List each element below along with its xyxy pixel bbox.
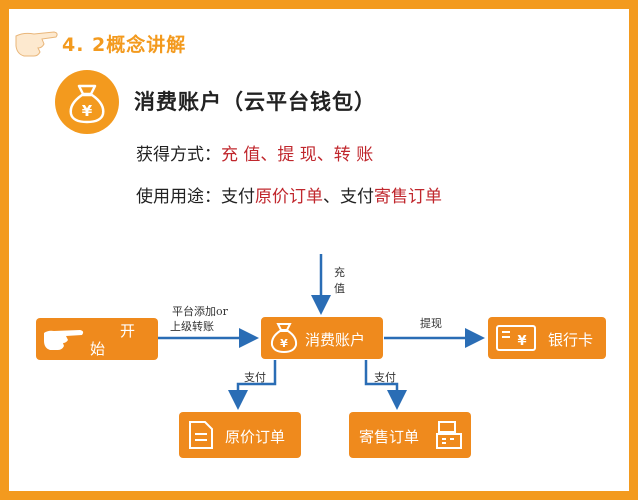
pointing-hand-icon [44, 330, 84, 350]
consign-order-node: 寄售订单 [349, 412, 471, 458]
bank-card-node: ¥ 银行卡 [488, 317, 606, 359]
acquire-value: 充 值、提 现、转 账 [221, 145, 374, 165]
arrow-pay-left [228, 360, 277, 410]
svg-text:¥: ¥ [82, 102, 93, 120]
account-heading: 消费账户（云平台钱包） [134, 90, 376, 114]
usage-label: 使用用途：支付 [136, 187, 255, 207]
money-bag-icon: ¥ [69, 84, 105, 124]
document-icon [189, 421, 213, 449]
arrow-pay-right [364, 360, 407, 410]
edge-label-platform-b: 上级转账 [170, 320, 214, 333]
money-bag-icon: ¥ [270, 323, 298, 354]
acquire-methods: 获得方式：充 值、提 现、转 账 [136, 140, 373, 165]
money-bag-badge: ¥ [55, 70, 119, 134]
account-node: ¥ 消费账户 [261, 317, 383, 359]
start-label-a: 开 [120, 322, 136, 340]
cash-register-icon [436, 421, 462, 449]
section-title: 4. 2概念讲解 [62, 34, 187, 56]
svg-text:¥: ¥ [280, 337, 288, 350]
original-order-label: 原价订单 [225, 428, 286, 446]
usage-item-original: 原价订单 [255, 187, 323, 207]
usage-line: 使用用途：支付原价订单、支付寄售订单 [136, 182, 442, 207]
consign-order-label: 寄售订单 [359, 428, 420, 446]
bank-card-icon: ¥ [496, 325, 536, 351]
edge-label-pay-right: 支付 [374, 371, 396, 384]
edge-label-pay-left: 支付 [244, 371, 266, 384]
pointing-hand-icon [15, 31, 58, 57]
edge-label-withdraw: 提现 [420, 317, 442, 330]
start-label-b: 始 [90, 340, 106, 358]
usage-item-consign: 寄售订单 [374, 187, 442, 207]
edge-label-recharge-a: 充 [334, 266, 345, 279]
usage-separator: 、支付 [323, 187, 374, 207]
account-node-label: 消费账户 [305, 331, 366, 349]
original-order-node: 原价订单 [179, 412, 301, 458]
bank-card-label: 银行卡 [548, 331, 594, 349]
edge-label-platform-a: 平台添加or [172, 305, 228, 318]
acquire-label: 获得方式： [136, 145, 221, 165]
start-node: 开 始 [36, 318, 158, 360]
edge-label-recharge-b: 值 [334, 282, 345, 295]
svg-text:¥: ¥ [517, 334, 526, 349]
